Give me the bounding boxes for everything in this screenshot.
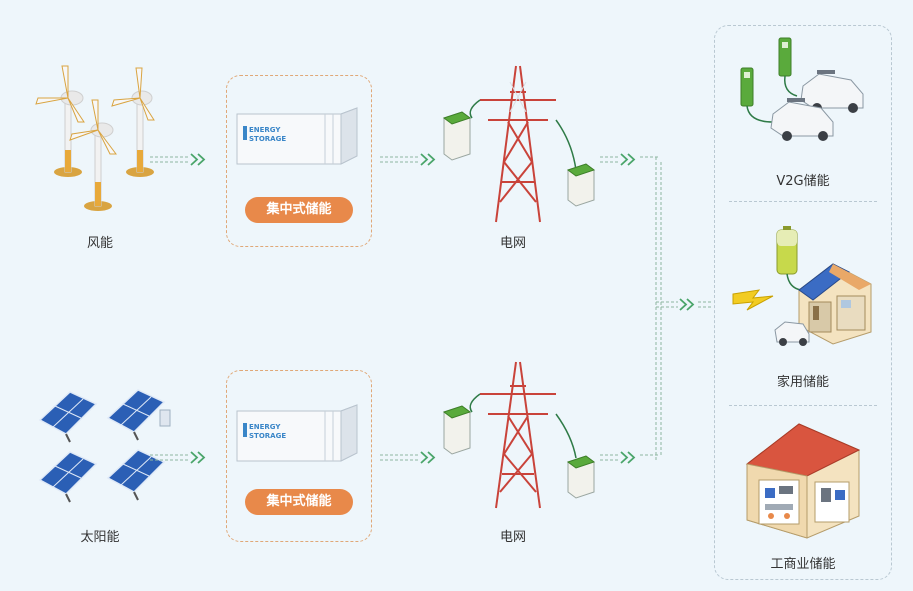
power-tower-icon-bottom (442, 361, 596, 509)
container-text-line1: ENERGY (249, 423, 281, 431)
centralized-storage-label-bottom: 集中式储能 (245, 489, 353, 515)
storage-container-icon: ENERGY STORAGE (236, 107, 358, 165)
panel-divider (729, 405, 877, 406)
power-tower-icon-top (442, 65, 596, 223)
v2g-label: V2G储能 (776, 174, 830, 189)
commercial-label: 工商业储能 (770, 557, 836, 572)
v2g-ev-charging-icon (740, 37, 864, 141)
solar-label: 太阳能 (80, 530, 120, 545)
home-storage-icon (732, 226, 872, 346)
storage-container-icon: ENERGY STORAGE (236, 404, 358, 462)
centralized-storage-box-bottom: ENERGY STORAGE 集中式储能 (226, 370, 372, 542)
centralized-storage-label-top: 集中式储能 (245, 197, 353, 223)
container-text-line1: ENERGY (249, 126, 281, 134)
wind-turbines-icon (35, 65, 155, 211)
container-text-line2: STORAGE (249, 432, 286, 440)
home-label: 家用储能 (776, 375, 829, 390)
wind-label: 风能 (86, 236, 113, 251)
centralized-storage-box-top: ENERGY STORAGE 集中式储能 (226, 75, 372, 247)
grid-label-bottom: 电网 (499, 530, 526, 545)
container-text-line2: STORAGE (249, 135, 286, 143)
grid-label-top: 电网 (499, 236, 526, 251)
commercial-storage-icon (745, 423, 861, 539)
panel-divider (729, 201, 877, 202)
applications-panel: V2G储能 家用储能 工商业储能 (714, 25, 892, 580)
